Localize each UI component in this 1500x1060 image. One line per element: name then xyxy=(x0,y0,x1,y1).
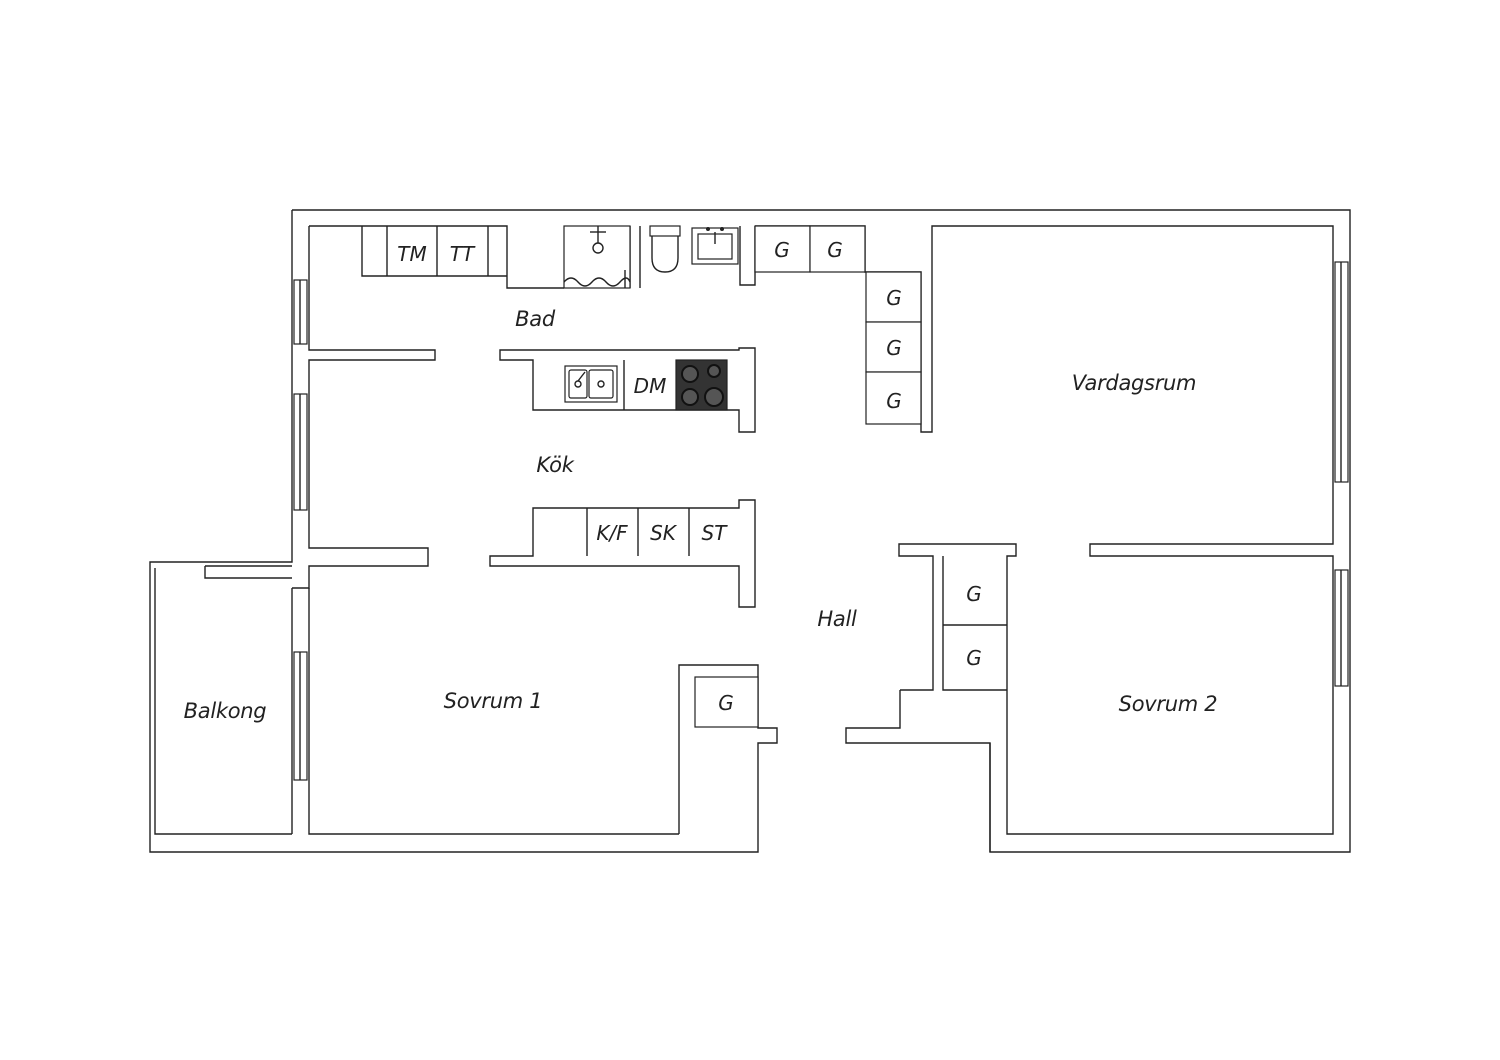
wardrobe-hall-left: G xyxy=(694,676,759,728)
wardrobe-label: G xyxy=(886,286,902,310)
kitchen-lower-fixtures: K/F SK ST xyxy=(586,508,729,556)
room-label-bad: Bad xyxy=(515,307,556,331)
room-label-balkong: Balkong xyxy=(184,699,267,723)
pantry-label: SK xyxy=(650,521,678,545)
washbasin-icon xyxy=(691,227,739,265)
room-label-sovrum-1: Sovrum 1 xyxy=(444,689,543,713)
wardrobe-label: G xyxy=(966,646,982,670)
window-icon xyxy=(293,651,308,781)
wardrobe-label: G xyxy=(966,582,982,606)
cooktop-icon xyxy=(675,359,728,411)
laundry-cabinets: TM TT xyxy=(361,226,507,277)
wardrobe-label: G xyxy=(774,238,790,262)
kitchen-upper-counter xyxy=(499,347,756,433)
window-icon xyxy=(293,393,308,511)
shower-icon xyxy=(563,225,631,289)
washing-machine-label: TM xyxy=(397,242,426,266)
room-label-hall: Hall xyxy=(817,607,857,631)
toilet-icon xyxy=(649,225,681,273)
wardrobe-label: G xyxy=(886,389,902,413)
dishwasher-label: DM xyxy=(634,374,667,398)
window-icon xyxy=(1334,569,1349,687)
wardrobe-label: G xyxy=(886,336,902,360)
dryer-label: TT xyxy=(450,242,476,266)
outer-walls xyxy=(149,209,1351,853)
room-label-sovrum-2: Sovrum 2 xyxy=(1119,692,1218,716)
window-icon xyxy=(1334,261,1349,483)
cleaning-cabinet-label: ST xyxy=(702,521,729,545)
window-icon xyxy=(293,279,308,345)
wardrobe-hall-right: G G xyxy=(943,582,1007,670)
kitchen-lower-counter xyxy=(489,499,756,608)
room-label-vardagsrum: Vardagsrum xyxy=(1072,371,1196,395)
kitchen-sink-icon xyxy=(564,365,618,403)
bathroom-walls xyxy=(629,225,1334,852)
fridge-freezer-label: K/F xyxy=(596,521,628,545)
wardrobe-top: G G G G G xyxy=(754,225,922,425)
room-label-kok: Kök xyxy=(536,453,574,477)
wardrobe-label: G xyxy=(718,691,734,715)
wardrobe-label: G xyxy=(827,238,843,262)
